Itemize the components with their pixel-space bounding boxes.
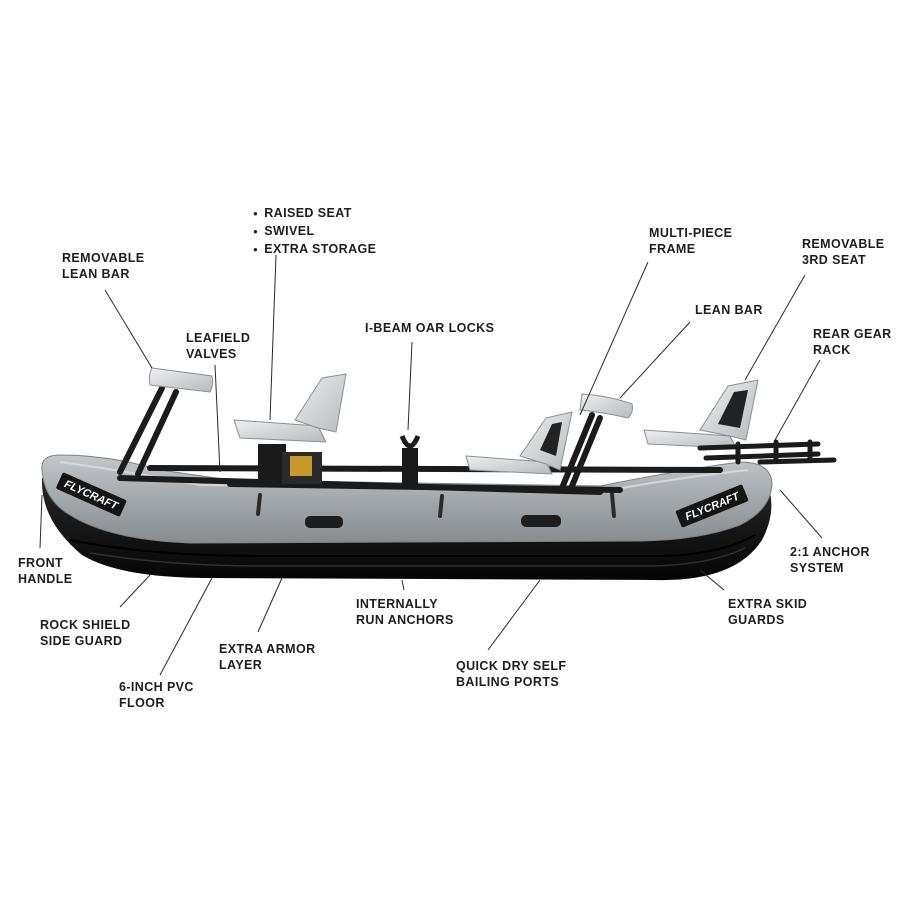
leader-lines	[39, 254, 823, 676]
label-removable-3rd-seat: REMOVABLE 3RD SEAT	[802, 237, 885, 267]
front-seat	[233, 373, 347, 484]
tube-straps	[256, 492, 616, 518]
oar-lock	[399, 434, 421, 488]
label-rear-gear-rack: REAR GEAR RACK	[813, 327, 892, 357]
rear-lean-bar-pad	[579, 393, 633, 419]
label-extra-armor-layer: EXTRA ARMOR LAYER	[219, 642, 316, 672]
frame	[117, 385, 723, 495]
label-i-beam-oar-locks: I-BEAM OAR LOCKS	[365, 321, 495, 335]
label-internally-run-anchors: INTERNALLY RUN ANCHORS	[356, 597, 454, 627]
label-quick-dry-self-bailing-ports: QUICK DRY SELF BAILING PORTS	[456, 659, 567, 689]
label-multi-piece-frame: MULTI-PIECE FRAME	[649, 226, 733, 256]
label-extra-skid-guards: EXTRA SKID GUARDS	[728, 597, 808, 627]
label-front-handle: FRONT HANDLE	[18, 556, 73, 586]
grey-tube	[41, 454, 773, 544]
hull-strake	[69, 534, 756, 557]
feature-swivel: SWIVEL	[253, 223, 376, 241]
hull-strake-2	[89, 547, 746, 567]
feature-extra-storage: EXTRA STORAGE	[253, 241, 376, 259]
label-anchor-system: 2:1 ANCHOR SYSTEM	[790, 545, 870, 575]
rear-seat	[643, 379, 759, 449]
label-removable-lean-bar: REMOVABLE LEAN BAR	[62, 251, 145, 281]
rear-gear-rack	[697, 439, 837, 465]
tube-handle-left	[305, 516, 343, 528]
label-leafield-valves: LEAFIELD VALVES	[186, 331, 251, 361]
tube-handle-right	[521, 515, 561, 527]
label-lean-bar: LEAN BAR	[695, 303, 763, 317]
label-six-inch-pvc-floor: 6-INCH PVC FLOOR	[119, 680, 194, 710]
feature-raised-seat: RAISED SEAT	[253, 205, 376, 223]
front-lean-bar-pad	[148, 367, 214, 393]
label-rock-shield-side-guard: ROCK SHIELD SIDE GUARD	[40, 618, 131, 648]
raised-seat-feature-list: RAISED SEAT SWIVEL EXTRA STORAGE	[253, 205, 376, 259]
middle-seat	[465, 411, 573, 475]
